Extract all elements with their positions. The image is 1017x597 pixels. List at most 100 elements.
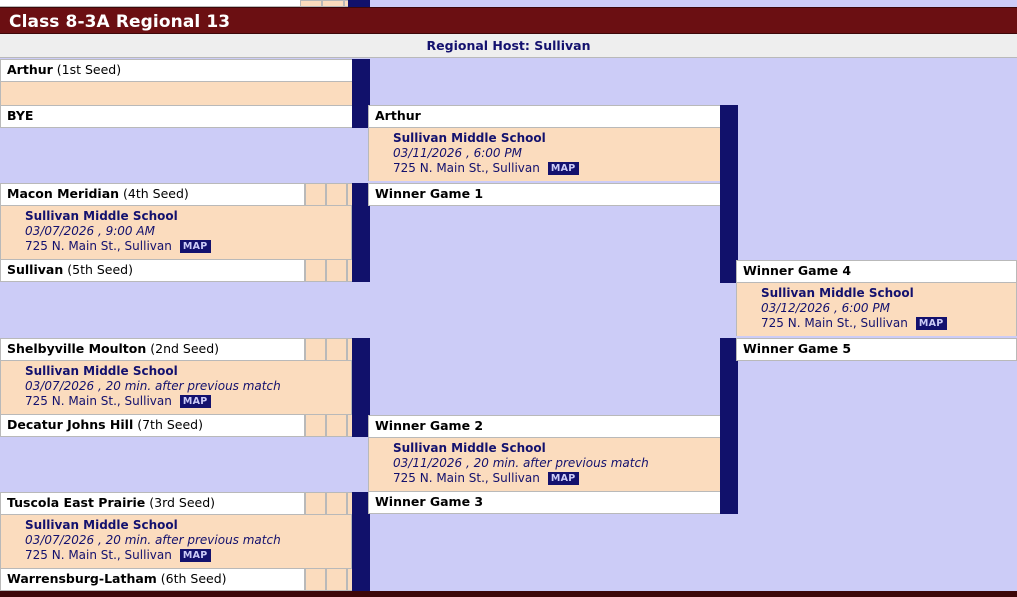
team-seed: (7th Seed) xyxy=(137,417,203,432)
team-name: Winner Game 5 xyxy=(743,341,852,356)
r1-match3-top-score-1[interactable] xyxy=(305,492,326,515)
r1-match3-bottom-score-2[interactable] xyxy=(326,568,347,591)
r1-match0-top-team-row[interactable]: Arthur (1st Seed) xyxy=(0,59,358,82)
map-button[interactable]: MAP xyxy=(179,395,211,408)
r1-match3-bottom-team-row[interactable]: Warrensburg-Latham (6th Seed) xyxy=(0,568,305,591)
team-name: Winner Game 1 xyxy=(375,186,484,201)
team-name: Winner Game 4 xyxy=(743,263,852,278)
venue-name: Sullivan Middle School xyxy=(25,209,178,223)
r1-match1-bottom-score-2[interactable] xyxy=(326,259,347,282)
r1-match3-top-score-2[interactable] xyxy=(326,492,347,515)
game-datetime: 03/11/2026 , 6:00 PM xyxy=(393,146,522,160)
r1-match1-connector xyxy=(352,183,370,282)
r1-match1-top-score-2[interactable] xyxy=(326,183,347,206)
sliver-team-cell xyxy=(0,0,300,7)
venue-name: Sullivan Middle School xyxy=(25,518,178,532)
previous-bracket-sliver xyxy=(0,0,1017,7)
game-datetime: 03/12/2026 , 6:00 PM xyxy=(761,301,890,315)
regional-host-label: Regional Host: Sullivan xyxy=(426,38,591,53)
r1-match3-top-team-row[interactable]: Tuscola East Prairie (3rd Seed) xyxy=(0,492,305,515)
r2-match0-game-detail: Sullivan Middle School 03/11/2026 , 6:00… xyxy=(368,128,722,181)
r1-match3-bottom-score-1[interactable] xyxy=(305,568,326,591)
venue-address: 725 N. Main St., Sullivan xyxy=(25,548,172,562)
team-name: BYE xyxy=(7,108,34,123)
venue-address: 725 N. Main St., Sullivan xyxy=(25,239,172,253)
r2-match1-game-detail: Sullivan Middle School 03/11/2026 , 20 m… xyxy=(368,438,722,491)
team-seed: (4th Seed) xyxy=(123,186,189,201)
r3-match0-game-detail: Sullivan Middle School 03/12/2026 , 6:00… xyxy=(736,283,1017,336)
map-button[interactable]: MAP xyxy=(915,317,947,330)
r1-match1-top-team-row[interactable]: Macon Meridian (4th Seed) xyxy=(0,183,305,206)
map-button[interactable]: MAP xyxy=(547,162,579,175)
bracket-bottom-bar xyxy=(0,591,1017,597)
r1-match2-connector xyxy=(352,338,370,437)
r1-match0-bottom-team-row[interactable]: BYE xyxy=(0,105,358,128)
game-datetime: 03/07/2026 , 9:00 AM xyxy=(25,224,155,238)
venue-name: Sullivan Middle School xyxy=(393,131,546,145)
bracket-title-bar: Class 8-3A Regional 13 xyxy=(0,7,1017,34)
r1-match3-game-detail: Sullivan Middle School 03/07/2026 , 20 m… xyxy=(0,515,352,568)
venue-name: Sullivan Middle School xyxy=(25,364,178,378)
venue-name: Sullivan Middle School xyxy=(761,286,914,300)
r1-match1-bottom-score-1[interactable] xyxy=(305,259,326,282)
team-name: Arthur xyxy=(375,108,421,123)
team-name: Macon Meridian xyxy=(7,186,120,201)
regional-host-bar: Regional Host: Sullivan xyxy=(0,34,1017,58)
sliver-connector xyxy=(348,0,370,7)
r2-match1-connector xyxy=(720,338,738,514)
team-name: Shelbyville Moulton xyxy=(7,341,147,356)
map-button[interactable]: MAP xyxy=(547,472,579,485)
team-seed: (6th Seed) xyxy=(160,571,227,586)
venue-address-line: 725 N. Main St., Sullivan MAP xyxy=(25,239,351,254)
r3-match0-top-team-row[interactable]: Winner Game 4 xyxy=(736,260,1017,283)
game-datetime: 03/07/2026 , 20 min. after previous matc… xyxy=(25,379,281,393)
venue-address: 725 N. Main St., Sullivan xyxy=(393,161,540,175)
map-button[interactable]: MAP xyxy=(179,549,211,562)
venue-address-line: 725 N. Main St., Sullivan MAP xyxy=(761,316,1016,331)
r1-match1-game-detail: Sullivan Middle School 03/07/2026 , 9:00… xyxy=(0,206,352,259)
team-name: Tuscola East Prairie xyxy=(7,495,146,510)
venue-address-line: 725 N. Main St., Sullivan MAP xyxy=(25,548,351,563)
r1-match3-connector xyxy=(352,492,370,591)
venue-address-line: 725 N. Main St., Sullivan MAP xyxy=(25,394,351,409)
sliver-score-cell xyxy=(300,0,322,7)
r1-match2-bottom-score-2[interactable] xyxy=(326,414,347,437)
venue-address: 725 N. Main St., Sullivan xyxy=(25,394,172,408)
r1-match2-top-team-row[interactable]: Shelbyville Moulton (2nd Seed) xyxy=(0,338,305,361)
team-seed: (5th Seed) xyxy=(67,262,133,277)
venue-address-line: 725 N. Main St., Sullivan MAP xyxy=(393,161,721,176)
r1-match2-top-score-1[interactable] xyxy=(305,338,326,361)
team-name: Warrensburg-Latham xyxy=(7,571,157,586)
r1-match2-game-detail: Sullivan Middle School 03/07/2026 , 20 m… xyxy=(0,361,352,414)
page-title: Class 8-3A Regional 13 xyxy=(9,12,231,32)
r1-match2-bottom-team-row[interactable]: Decatur Johns Hill (7th Seed) xyxy=(0,414,305,437)
venue-address: 725 N. Main St., Sullivan xyxy=(393,471,540,485)
r2-match1-top-team-row[interactable]: Winner Game 2 xyxy=(368,415,722,438)
r1-match2-top-score-2[interactable] xyxy=(326,338,347,361)
team-name: Decatur Johns Hill xyxy=(7,417,134,432)
venue-name: Sullivan Middle School xyxy=(393,441,546,455)
venue-address-line: 725 N. Main St., Sullivan MAP xyxy=(393,471,721,486)
team-name: Winner Game 2 xyxy=(375,418,484,433)
game-datetime: 03/07/2026 , 20 min. after previous matc… xyxy=(25,533,281,547)
r2-match0-bottom-team-row[interactable]: Winner Game 1 xyxy=(368,183,722,206)
team-seed: (1st Seed) xyxy=(56,62,122,77)
r2-match0-connector xyxy=(720,105,738,283)
venue-address: 725 N. Main St., Sullivan xyxy=(761,316,908,330)
r3-match0-bottom-team-row[interactable]: Winner Game 5 xyxy=(736,338,1017,361)
r1-match2-bottom-score-1[interactable] xyxy=(305,414,326,437)
map-button[interactable]: MAP xyxy=(179,240,211,253)
r2-match1-bottom-team-row[interactable]: Winner Game 3 xyxy=(368,491,722,514)
team-seed: (3rd Seed) xyxy=(149,495,216,510)
team-name: Winner Game 3 xyxy=(375,494,484,509)
sliver-bracket-bg xyxy=(370,0,1017,7)
sliver-score-cell xyxy=(322,0,344,7)
r1-match0-detail-empty xyxy=(0,82,358,105)
team-seed: (2nd Seed) xyxy=(150,341,220,356)
r1-match1-top-score-1[interactable] xyxy=(305,183,326,206)
game-datetime: 03/11/2026 , 20 min. after previous matc… xyxy=(393,456,649,470)
r1-match1-bottom-team-row[interactable]: Sullivan (5th Seed) xyxy=(0,259,305,282)
team-name: Arthur xyxy=(7,62,53,77)
r2-match0-top-team-row[interactable]: Arthur xyxy=(368,105,722,128)
